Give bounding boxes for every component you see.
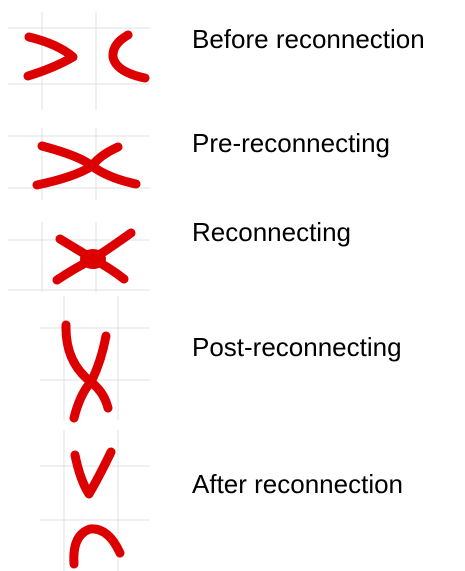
reconnection-point — [80, 249, 106, 269]
stage-label-after-reconnection: After reconnection — [192, 469, 404, 499]
stage-post-reconnecting-sketch — [40, 296, 150, 423]
field-line-arch — [69, 524, 125, 569]
field-line-upper — [37, 141, 123, 171]
stage-after-reconnection-sketch — [40, 430, 150, 571]
field-line-upper-v — [61, 320, 111, 387]
field-line-left — [23, 32, 78, 81]
field-line-lower-v — [69, 377, 113, 423]
stage-label-post-reconnecting: Post-reconnecting — [192, 332, 402, 362]
field-line-lower — [32, 161, 141, 190]
stage-label-before-reconnection: Before reconnection — [192, 24, 425, 54]
field-line-v-shape — [70, 447, 116, 499]
field-line-right — [108, 30, 150, 83]
grid-lines — [40, 430, 150, 571]
grid-lines — [8, 128, 150, 200]
grid-lines — [40, 296, 150, 420]
grid-lines — [8, 12, 150, 110]
stage-label-reconnecting: Reconnecting — [192, 217, 351, 247]
stage-label-pre-reconnecting: Pre-reconnecting — [192, 128, 390, 158]
stage-pre-reconnecting-sketch — [8, 128, 150, 200]
stage-reconnecting-sketch — [8, 222, 150, 292]
stage-before-reconnection-sketch — [8, 12, 150, 110]
